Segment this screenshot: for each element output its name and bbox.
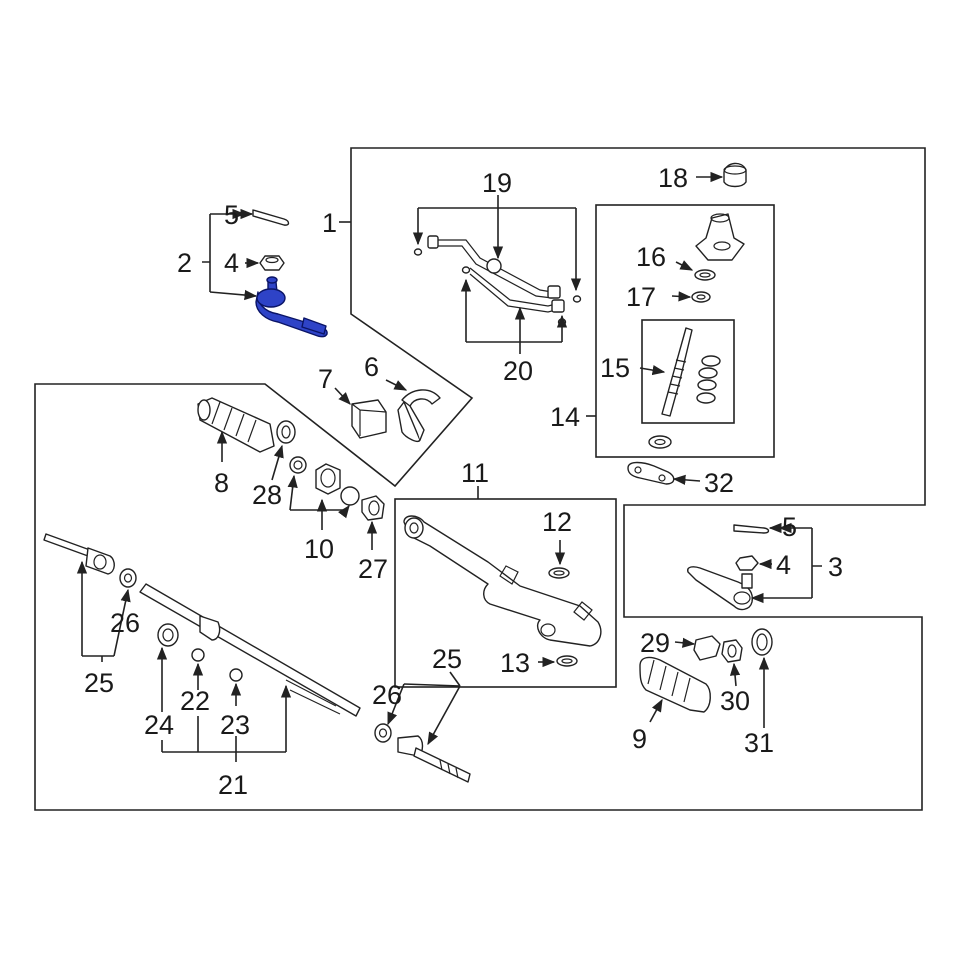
- callout-21: 21: [218, 770, 248, 800]
- callout-25-right: 25: [432, 644, 462, 674]
- callout-10: 10: [304, 534, 334, 564]
- steering-gear-assembly-frame: [34, 147, 926, 811]
- callout-4-lower: 4: [776, 550, 791, 580]
- seal-part-17[interactable]: [691, 291, 711, 303]
- callout-23: 23: [220, 710, 250, 740]
- callout-9: 9: [632, 724, 647, 754]
- callout-26-right: 26: [372, 680, 402, 710]
- callout-29: 29: [640, 628, 670, 658]
- callout-32: 32: [704, 468, 734, 498]
- callout-8: 8: [214, 468, 229, 498]
- callout-numbers: 1 2 4 5 6 7 19 20 18 16 17 15 14 32 8 28…: [84, 163, 843, 800]
- callout-19: 19: [482, 168, 512, 198]
- callout-15: 15: [600, 353, 630, 383]
- callout-31: 31: [744, 728, 774, 758]
- callout-7: 7: [318, 364, 333, 394]
- bushing-part-27[interactable]: [361, 495, 385, 521]
- washer-part-26-right[interactable]: [374, 723, 392, 743]
- bushing-part-10-b[interactable]: [315, 463, 341, 495]
- callout-6: 6: [364, 352, 379, 382]
- callout-4-upper: 4: [224, 248, 239, 278]
- bushing-part-10-a[interactable]: [289, 456, 307, 474]
- callout-2: 2: [177, 248, 192, 278]
- callout-3: 3: [828, 552, 843, 582]
- callout-20: 20: [503, 356, 533, 386]
- gasket-part-32[interactable]: [627, 461, 675, 485]
- callout-18: 18: [658, 163, 688, 193]
- nut-part-4-upper[interactable]: [259, 255, 285, 271]
- inner-tie-rod-part-25-right[interactable]: [397, 735, 471, 783]
- ring-part-31[interactable]: [751, 628, 773, 656]
- callout-26-left: 26: [110, 608, 140, 638]
- o-ring-part-23[interactable]: [229, 668, 243, 682]
- pressure-line-part-19[interactable]: [427, 235, 565, 313]
- bushing-part-7[interactable]: [351, 399, 387, 439]
- gear-housing-part-11[interactable]: [403, 515, 602, 647]
- callout-14: 14: [550, 402, 580, 432]
- bushing-part-30[interactable]: [721, 639, 743, 663]
- bellows-boot-part-9[interactable]: [639, 656, 711, 713]
- bushing-part-24[interactable]: [157, 623, 179, 647]
- valve-housing-part-14[interactable]: [695, 213, 745, 261]
- gear-housing-group-frame: [394, 498, 617, 688]
- callout-22: 22: [180, 686, 210, 716]
- valve-body-group-frame: [595, 204, 775, 458]
- outer-tie-rod-end-part-3[interactable]: [687, 566, 754, 611]
- clamp-part-29[interactable]: [693, 635, 721, 661]
- callout-12: 12: [542, 507, 572, 537]
- inner-tie-rod-part-25-left[interactable]: [43, 533, 115, 575]
- leader-lines: [76, 171, 822, 762]
- callout-5-upper: 5: [224, 200, 239, 230]
- bearing-part-14-lower[interactable]: [648, 435, 672, 449]
- washer-part-26-left[interactable]: [119, 568, 137, 588]
- cotter-pin-part-5-upper[interactable]: [252, 209, 290, 226]
- callout-11: 11: [461, 458, 489, 488]
- o-ring-part-22[interactable]: [191, 648, 205, 662]
- callout-30: 30: [720, 686, 750, 716]
- callout-13: 13: [500, 648, 530, 678]
- callout-24: 24: [144, 710, 174, 740]
- callout-28: 28: [252, 480, 282, 510]
- steering-rack-part-21[interactable]: [139, 583, 361, 717]
- clamp-part-6[interactable]: [397, 389, 441, 442]
- nut-part-4-lower[interactable]: [735, 555, 759, 571]
- cotter-pin-part-5-lower[interactable]: [733, 524, 770, 534]
- callout-16: 16: [636, 242, 666, 272]
- pinion-group-frame: [641, 319, 735, 424]
- clamp-ring-part-28[interactable]: [276, 420, 296, 444]
- dust-cap-part-18[interactable]: [723, 162, 747, 188]
- callout-27: 27: [358, 554, 388, 584]
- callout-1: 1: [322, 208, 337, 238]
- bellows-boot-part-8[interactable]: [197, 397, 275, 453]
- pinion-shaft-part-15[interactable]: [661, 327, 721, 417]
- callout-5-lower: 5: [782, 512, 797, 542]
- seal-part-16[interactable]: [694, 269, 716, 281]
- seal-part-12[interactable]: [548, 567, 570, 579]
- outer-tie-rod-end-highlighted[interactable]: [255, 276, 328, 338]
- callout-25-left: 25: [84, 668, 114, 698]
- seal-part-13[interactable]: [556, 655, 578, 667]
- o-ring-part-10-c[interactable]: [340, 486, 360, 506]
- callout-17: 17: [626, 282, 656, 312]
